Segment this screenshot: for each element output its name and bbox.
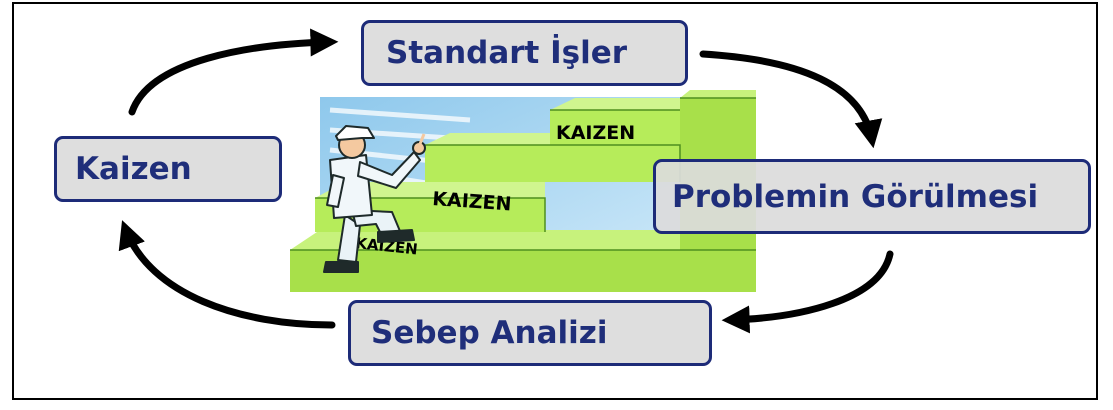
stage-standard-work-box: Standart İşler	[361, 20, 688, 86]
step-label-top: KAIZEN	[556, 122, 635, 144]
stage-kaizen-box: Kaizen	[54, 136, 282, 202]
stage-kaizen-label: Kaizen	[75, 151, 192, 187]
arrow-left-to-top	[128, 28, 339, 116]
arrow-bottom-to-left	[118, 220, 336, 329]
arrow-top-to-right	[699, 50, 883, 149]
staircase-illustration: KAIZEN KAIZEN KAIZEN	[290, 90, 756, 292]
climbing-worker-icon	[323, 125, 426, 273]
stage-problem-identification-box: Problemin Görülmesi	[653, 159, 1091, 234]
arrow-right-to-bottom	[721, 250, 894, 334]
stage-problem-identification-label: Problemin Görülmesi	[672, 178, 1039, 215]
stage-standard-work-label: Standart İşler	[386, 35, 628, 71]
cycle-arrows	[118, 28, 894, 334]
stage-root-cause-analysis-label: Sebep Analizi	[371, 315, 608, 351]
stage-root-cause-analysis-box: Sebep Analizi	[348, 300, 712, 366]
